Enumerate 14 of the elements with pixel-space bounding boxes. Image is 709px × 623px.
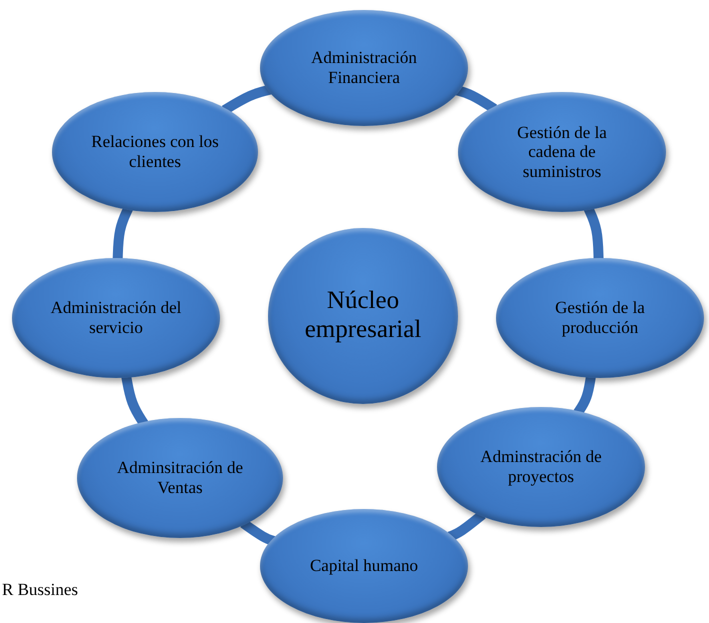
node-label: Administración del servicio [50, 298, 182, 338]
caption-text: R Bussines [2, 580, 78, 600]
connector [584, 206, 604, 260]
node-label: Gestión de la cadena de suministros [516, 122, 608, 182]
node-label: Núcleo empresarial [304, 287, 422, 345]
node-label: Capital humano [310, 556, 418, 576]
ellipse-node [260, 509, 468, 623]
node-label: Administración Financiera [310, 48, 418, 88]
node-label: Adminstración de proyectos [479, 447, 603, 487]
node-label: Adminsitración de Ventas [116, 458, 244, 498]
node-label: Relaciones con los clientes [90, 132, 220, 172]
node-label: Gestión de la producción [554, 298, 646, 338]
connector [240, 519, 278, 546]
connector [222, 84, 273, 114]
